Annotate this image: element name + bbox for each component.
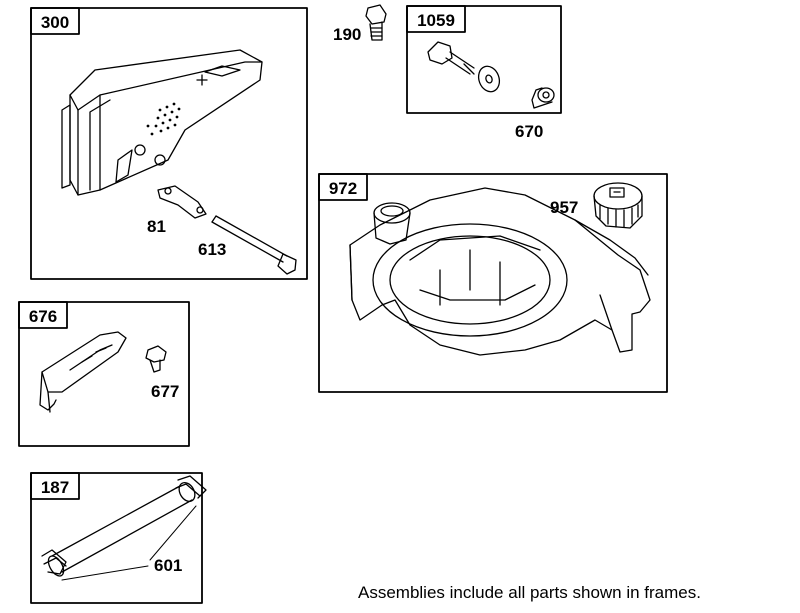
tank-neck-part bbox=[373, 202, 411, 245]
spacer-670 bbox=[531, 87, 555, 109]
callout-81: 81 bbox=[147, 217, 166, 236]
heat-shield-part bbox=[39, 331, 127, 413]
callout-613: 613 bbox=[198, 240, 226, 259]
frame-300: 300 bbox=[30, 7, 308, 280]
shoulder-bolt-part bbox=[427, 41, 475, 75]
fuel-tank-part bbox=[349, 187, 651, 356]
frame-972: 972 bbox=[318, 173, 668, 393]
frame-187: 187 601 bbox=[30, 472, 207, 604]
washer-part bbox=[477, 65, 501, 93]
callout-670: 670 bbox=[515, 122, 543, 141]
screw-part bbox=[145, 345, 167, 373]
frame-676-label: 676 bbox=[29, 307, 57, 326]
frame-300-label: 300 bbox=[41, 13, 69, 32]
frame-676: 676 677 bbox=[18, 301, 190, 447]
footer-note: Assemblies include all parts shown in fr… bbox=[358, 583, 701, 602]
callout-957: 957 bbox=[550, 198, 578, 217]
frame-1059: 1059 bbox=[406, 5, 562, 114]
callout-677: 677 bbox=[151, 382, 179, 401]
frame-187-label: 187 bbox=[41, 478, 69, 497]
muffler-part bbox=[61, 49, 263, 196]
hose-clamp-lower bbox=[41, 549, 67, 575]
frame-972-label: 972 bbox=[329, 179, 357, 198]
callout-601: 601 bbox=[154, 556, 182, 575]
bolt-190 bbox=[365, 4, 387, 41]
fuel-line-part bbox=[47, 482, 196, 577]
hose-clamp-upper bbox=[175, 475, 207, 499]
gasket-part bbox=[157, 185, 207, 219]
bolt-part bbox=[211, 215, 297, 275]
frame-1059-label: 1059 bbox=[417, 11, 455, 30]
fuel-cap-part bbox=[593, 182, 643, 229]
callout-190: 190 bbox=[333, 25, 361, 44]
